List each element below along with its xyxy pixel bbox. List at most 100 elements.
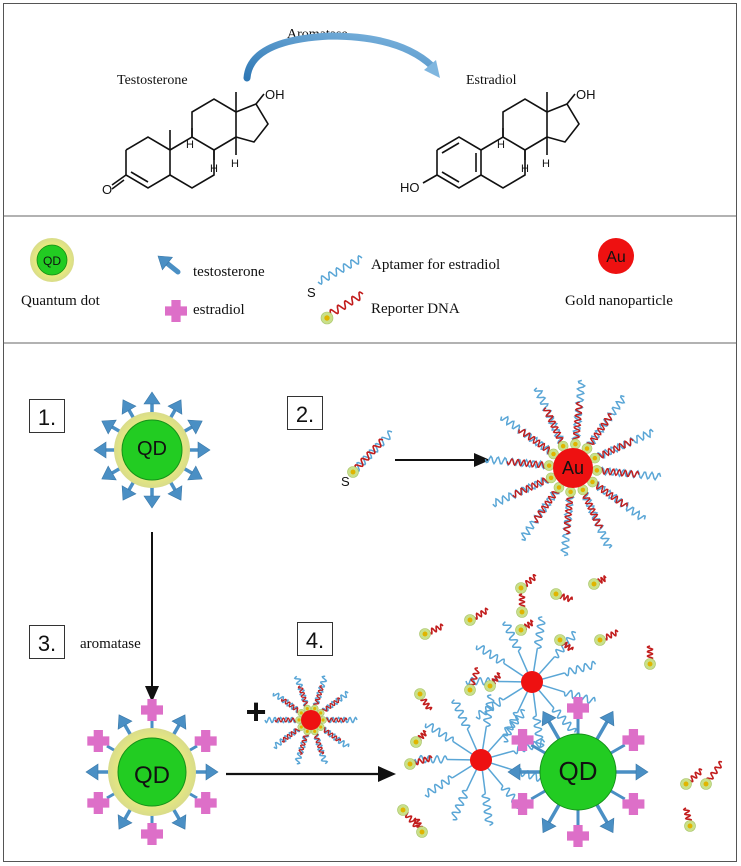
aptamer-strand xyxy=(596,466,662,482)
step2-label: 2. xyxy=(296,402,314,427)
estradiol-h3: H xyxy=(542,158,550,170)
reporter-dna xyxy=(533,486,560,523)
aptamer-linker xyxy=(490,762,514,771)
legend-testosterone-label: testosterone xyxy=(193,264,265,280)
estradiol-cross xyxy=(194,792,217,814)
testosterone-arrowhead xyxy=(167,485,183,501)
testosterone-arrowhead xyxy=(93,441,107,459)
aptamer-strand xyxy=(571,379,587,445)
step4-au-conjugate xyxy=(264,675,358,765)
aptamer-strand xyxy=(502,621,522,652)
aptamer-strand xyxy=(559,491,575,557)
aptamer-linker xyxy=(451,764,473,779)
step3-qd-conjugate xyxy=(85,699,219,845)
aptamer-linker xyxy=(465,768,478,792)
quantum-dot-tag-core xyxy=(687,823,693,829)
plus-sign: + xyxy=(245,691,266,732)
quantum-dot-tag-core xyxy=(683,781,689,787)
aptamer-linker xyxy=(538,656,556,676)
quantum-dot-tag-core xyxy=(299,711,303,715)
quantum-dot xyxy=(121,419,183,481)
testosterone-arrowhead xyxy=(143,391,161,405)
step1-box xyxy=(29,399,65,433)
reporter-dna xyxy=(281,725,302,743)
legend-qd-label: Quantum dot xyxy=(21,293,101,309)
reporter-dna xyxy=(563,491,574,535)
quantum-dot-tag-core xyxy=(557,637,563,643)
enzyme-arrowhead xyxy=(424,60,440,78)
reporter-dna xyxy=(580,489,603,529)
estradiol-cross xyxy=(567,697,589,719)
step2-au-label: Au xyxy=(562,458,584,478)
aptamer-linker xyxy=(481,769,487,794)
quantum-dot-tag-core xyxy=(546,463,552,468)
step2-box xyxy=(287,396,323,430)
step1-label: 1. xyxy=(38,405,56,430)
testosterone-arrowhead xyxy=(171,814,187,830)
reporter-dna xyxy=(506,458,550,469)
legend-qd-badge: QD xyxy=(43,254,61,268)
testosterone-arrowhead xyxy=(507,763,521,781)
aptamer-linker xyxy=(502,686,524,701)
step3-label: 3. xyxy=(38,631,56,656)
quantum-dot-tag-core xyxy=(417,691,423,697)
quantum-dot-tag-core xyxy=(297,718,301,722)
arrowhead-step2 xyxy=(474,453,490,467)
quantum-dot-tag-core xyxy=(548,475,554,481)
estradiol-cross xyxy=(141,823,163,845)
linker xyxy=(608,743,626,756)
enzyme-arrow xyxy=(243,32,436,82)
linker xyxy=(608,788,626,801)
quantum-dot-tag-core xyxy=(591,581,597,587)
quantum-dot-tag-core xyxy=(299,725,303,729)
aptamer-linker xyxy=(487,734,505,754)
quantum-dot-tag-core xyxy=(519,609,525,615)
quantum-dot-tag-core xyxy=(422,631,428,637)
testosterone-arrowhead xyxy=(171,714,187,730)
quantum-dot-tag-core xyxy=(305,729,309,733)
quantum-dot-tag-core xyxy=(400,807,406,813)
step1-qd-label: QD xyxy=(137,438,167,460)
testosterone-arrowhead xyxy=(101,465,117,481)
result-network xyxy=(397,574,723,847)
aptamer-strand xyxy=(451,699,471,730)
aptamer-strand xyxy=(354,430,393,472)
quantum-dot-tag-core xyxy=(573,441,578,447)
legend-estradiol-label: estradiol xyxy=(193,302,245,318)
step2-au-conjugate xyxy=(484,379,662,557)
legend-reporter-wave xyxy=(326,291,364,319)
quantum-dot-tag-core xyxy=(551,451,556,457)
testosterone-h3: H xyxy=(231,158,239,170)
testosterone-arrowhead xyxy=(205,763,219,781)
testosterone-arrowhead xyxy=(101,419,117,435)
step1-qd-conjugate xyxy=(93,391,211,509)
quantum-dot-tag-core xyxy=(590,479,595,485)
quantum-dot-tag-core xyxy=(350,469,356,475)
legend-quantum-dot: QD xyxy=(30,238,74,282)
legend-s: S xyxy=(307,285,316,300)
estradiol-ho: HO xyxy=(400,180,420,195)
testosterone-arrowhead xyxy=(117,814,133,830)
testosterone-arrowhead xyxy=(85,763,99,781)
testosterone-arrowhead xyxy=(197,441,211,459)
step-illustrations xyxy=(85,379,723,847)
aptamer-linker xyxy=(517,650,529,674)
quantum-dot-tag-core xyxy=(319,711,323,715)
testosterone-arrowhead xyxy=(635,763,649,781)
gold-nanoparticle xyxy=(470,749,492,771)
aptamer-strand xyxy=(532,715,545,749)
legend-testosterone-arrow xyxy=(157,255,181,275)
quantum-dot-tag-core xyxy=(413,739,419,745)
aptamer-strand xyxy=(503,708,526,737)
reporter-dna xyxy=(280,698,303,714)
aptamer-linker xyxy=(452,740,474,756)
estradiol-oh: OH xyxy=(576,87,596,102)
aptamer-strand xyxy=(563,689,596,704)
reporter-dna xyxy=(512,475,552,498)
aptamer-strand xyxy=(579,489,613,549)
testosterone-name: Testosterone xyxy=(117,73,188,88)
aptamer-strand xyxy=(586,394,626,451)
testosterone-arrowhead xyxy=(143,495,161,509)
quantum-dot-tag-core xyxy=(568,489,573,495)
testosterone-arrowhead xyxy=(121,399,137,415)
